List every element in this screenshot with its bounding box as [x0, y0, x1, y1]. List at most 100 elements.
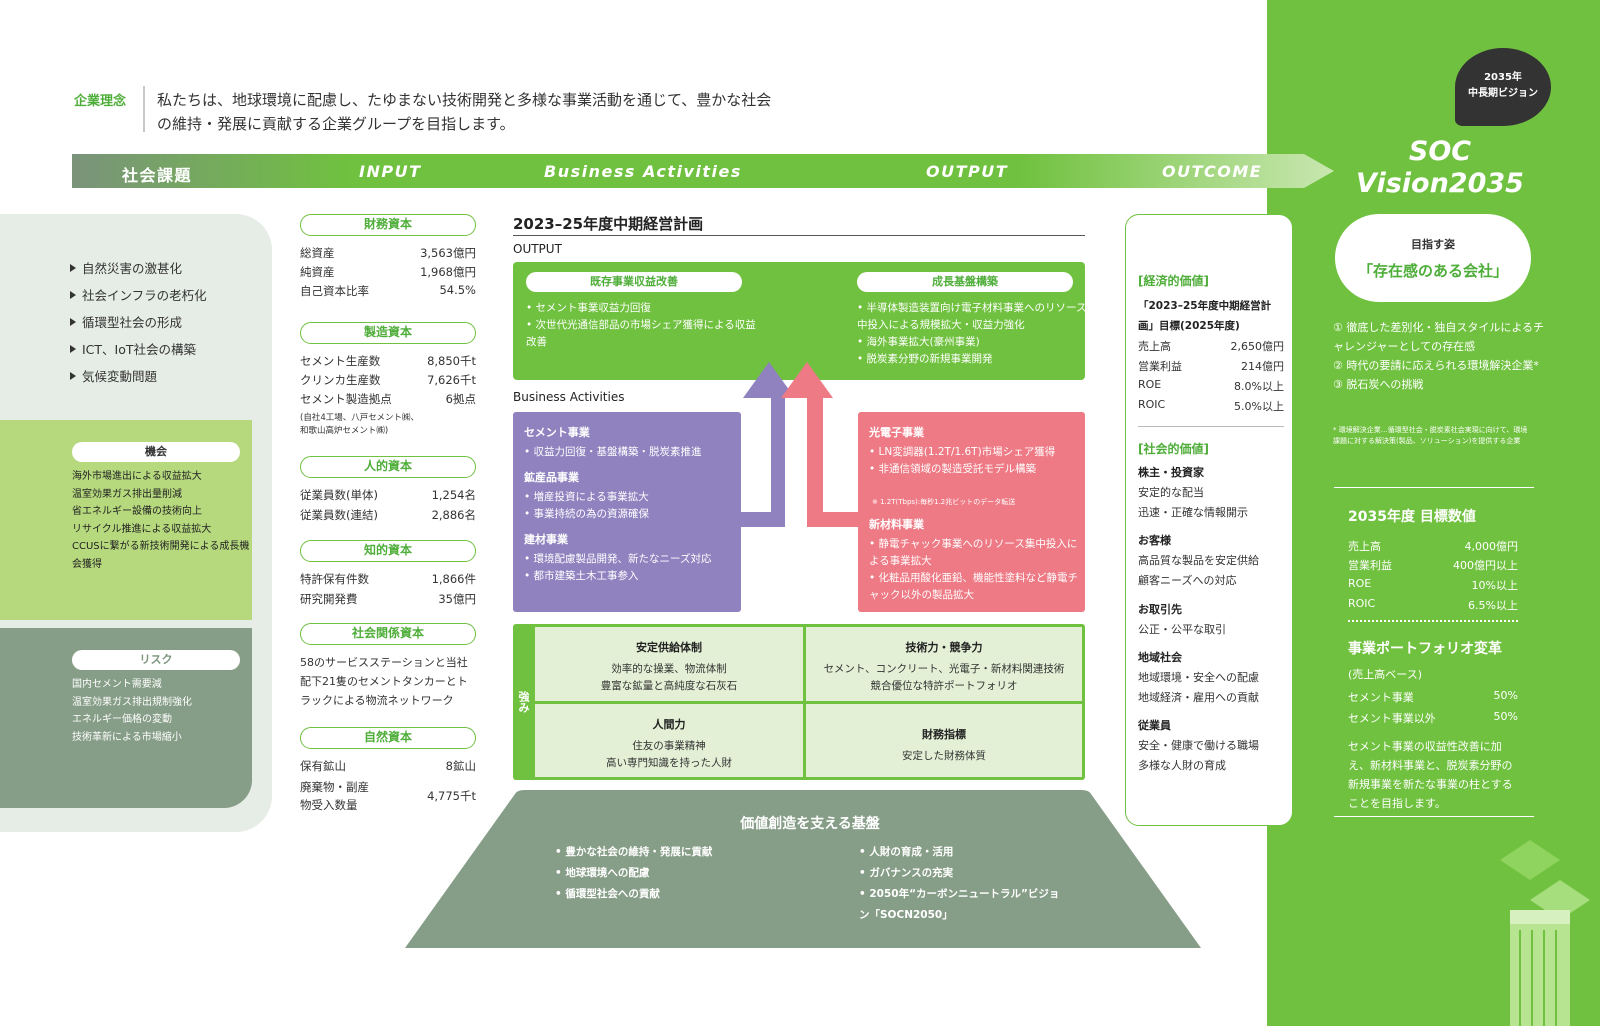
flow-label-outcome: OUTCOME — [1162, 162, 1263, 181]
goal-label: 目指す姿 — [1411, 238, 1455, 251]
portfolio-title: 事業ポートフォリオ変革 — [1348, 641, 1502, 657]
capital-manufactured-title: 製造資本 — [300, 322, 476, 344]
issue-item: ICT、IoT社会の構築 — [70, 336, 207, 363]
stakeholder-group: 従業員安全・健康で働ける職場多様な人財の育成 — [1138, 719, 1259, 772]
capital-human-title: 人的資本 — [300, 456, 476, 478]
materials-list: • 環境配慮製品開発、新たなニーズ対応 • 都市建築土木工事参入 — [524, 551, 742, 585]
output-item: • 海外事業拡大(豪州事業) — [857, 336, 980, 348]
opportunity-item: リサイクル推進による収益拡大 — [72, 523, 212, 535]
output-item: • 脱炭素分野の新規事業開発 — [857, 353, 993, 365]
capital-intellectual-title: 知的資本 — [300, 540, 476, 562]
foundation-left-list: • 豊かな社会の維持・発展に貢献 • 地球環境への配慮 • 循環型社会への貢献 — [555, 842, 815, 905]
opportunity-item: 海外市場進出による収益拡大 — [72, 471, 202, 482]
issue-item: 社会インフラの老朽化 — [70, 282, 207, 309]
strength-body: セメント、コンクリート、光電子・新材料関連技術 競合優位な特許ポートフォリオ — [823, 663, 1065, 692]
biz-item: • 非通信領域の製造受託モデル構築 — [869, 463, 1037, 475]
plan-rule — [513, 235, 1085, 236]
portfolio-text: セメント事業の収益性改善に加え、新材料事業と、脱炭素分野の新規事業を新たな事業の… — [1348, 740, 1513, 810]
targets-title: 2035年度 目標数値 — [1348, 509, 1476, 525]
social-issues-list: 自然災害の激甚化 社会インフラの老朽化 循環型社会の形成 ICT、IoT社会の構… — [70, 255, 207, 390]
issue-item: 自然災害の激甚化 — [70, 255, 207, 282]
strength-cell: 財務指標 安定した財務体質 — [806, 704, 1082, 777]
capital-note: (自社4工場、八戸セメント㈱、和歌山高炉セメント㈱) — [300, 413, 420, 436]
risks-list: 国内セメント需要減 温室効果ガス排出規制強化 エネルギー価格の変動 技術革新によ… — [72, 676, 250, 746]
foundation-item: • 循環型社会への貢献 — [555, 888, 660, 900]
vision-point: ③ 脱石炭への挑戦 — [1333, 378, 1424, 391]
foundation-title: 価値創造を支える基盤 — [740, 816, 880, 832]
foundation-right-list: • 人財の育成・活用 • ガバナンスの充実 • 2050年“カーボンニュートラル… — [859, 842, 1069, 926]
risk-item: 技術革新による市場縮小 — [72, 731, 182, 743]
capital-social-text: 58のサービスステーションと当社配下21隻のセメントタンカーとトラックによる物流… — [300, 656, 468, 707]
output-left-list: • セメント事業収益力回復 • 次世代光通信部品の市場シェア獲得による収益改善 — [526, 300, 766, 351]
economic-value-subtitle: 「2023–25年度中期経営計画」目標(2025年度) — [1138, 300, 1272, 332]
strength-cell: 技術力・競争力 セメント、コンクリート、光電子・新材料関連技術 競合優位な特許ポ… — [806, 627, 1082, 701]
capital-natural-title: 自然資本 — [300, 727, 476, 749]
cement-head: セメント事業 — [524, 426, 590, 439]
foundation-trapezoid — [405, 790, 1201, 948]
outcome-divider — [1138, 426, 1284, 427]
foundation-item: • 地球環境への配慮 — [555, 867, 650, 879]
biz-item: • 増産投資による事業拡大 — [524, 491, 649, 503]
foundation-item: • 人財の育成・活用 — [859, 846, 954, 858]
risk-item: 国内セメント需要減 — [72, 679, 162, 690]
flow-label-output: OUTPUT — [926, 162, 1009, 181]
biz-item: • 事業持続の為の資源確保 — [524, 508, 650, 520]
capital-financial-title: 財務資本 — [300, 214, 476, 236]
opportunities-list: 海外市場進出による収益拡大 温室効果ガス排出量削減 省エネルギー設備の技術向上 … — [72, 468, 250, 573]
cement-segment-box — [513, 412, 741, 612]
foundation-item: • 2050年“カーボンニュートラル”ビジョン「SOCN2050」 — [859, 888, 1060, 921]
new-materials-head: 新材料事業 — [869, 518, 924, 531]
stakeholder-group: 地域社会地域環境・安全への配慮地域経済・雇用への貢献 — [1138, 651, 1259, 704]
risks-title: リスク — [72, 650, 240, 670]
flow-arrow-band — [72, 154, 1334, 188]
strength-title: 人間力 — [652, 718, 686, 731]
biz-item: • 静電チャック事業へのリソース集中投入による事業拡大 — [869, 538, 1078, 567]
decorative-building-graphic — [1500, 840, 1590, 1026]
capital-social-title: 社会関係資本 — [300, 623, 476, 645]
biz-item: • 化粧品用酸化亜鉛、機能性塗料など静電チャック以外の製品拡大 — [869, 572, 1079, 601]
output-right-title: 成長基盤構築 — [857, 272, 1073, 292]
pink-arrow — [781, 362, 858, 527]
minerals-head: 鉱産品事業 — [524, 471, 579, 484]
photonics-segment-box — [858, 412, 1085, 612]
strengths-label: 強み — [517, 691, 530, 713]
output-item: • 半導体製造装置向け電子材料事業へのリソース集中投入による規模拡大・収益力強化 — [857, 302, 1098, 331]
opportunities-title: 機会 — [72, 442, 240, 462]
capital-row: 従業員数(単体)1,254名 — [300, 488, 476, 502]
strength-body: 住友の事業精神 高い専門知識を持った人財 — [606, 740, 732, 769]
targets-divider — [1348, 620, 1518, 622]
vision-bubble: 2035年 中長期ビジョン — [1455, 48, 1551, 126]
vision-title: SOC Vision2035 — [1356, 136, 1524, 199]
foundation-item: • 豊かな社会の維持・発展に貢献 — [555, 846, 713, 858]
philosophy-text: 私たちは、地球環境に配慮し、たゆまない技術開発と多様な事業活動を通じて、豊かな社… — [157, 91, 772, 133]
flow-label-business: Business Activities — [544, 162, 742, 181]
portfolio-base: (売上高ベース) — [1348, 668, 1423, 681]
biz-item: • LN変調器(1.2T/1.6T)市場シェア獲得 — [869, 446, 1056, 458]
plan-title: 2023–25年度中期経営計画 — [513, 215, 704, 233]
photonics-head: 光電子事業 — [869, 426, 924, 439]
opportunity-item: 省エネルギー設備の技術向上 — [72, 506, 202, 517]
flow-label-input: INPUT — [359, 162, 422, 181]
new-materials-list: • 静電チャック事業へのリソース集中投入による事業拡大 • 化粧品用酸化亜鉛、機… — [869, 536, 1087, 604]
strength-title: 技術力・競争力 — [905, 641, 983, 654]
stakeholder-group: お客様高品質な製品を安定供給顧客ニーズへの対応 — [1138, 534, 1259, 587]
goal-text: 「存在感のある会社」 — [1357, 262, 1508, 280]
capital-row: 従業員数(連結)2,886名 — [300, 508, 476, 522]
risk-item: 温室効果ガス排出規制強化 — [72, 696, 192, 708]
stakeholder-group: お取引先公正・公平な取引 — [1138, 603, 1226, 636]
biz-item: • 環境配慮製品開発、新たなニーズ対応 — [524, 553, 712, 565]
stakeholder-group: 株主・投資家安定的な配当迅速・正確な情報開示 — [1138, 466, 1248, 519]
